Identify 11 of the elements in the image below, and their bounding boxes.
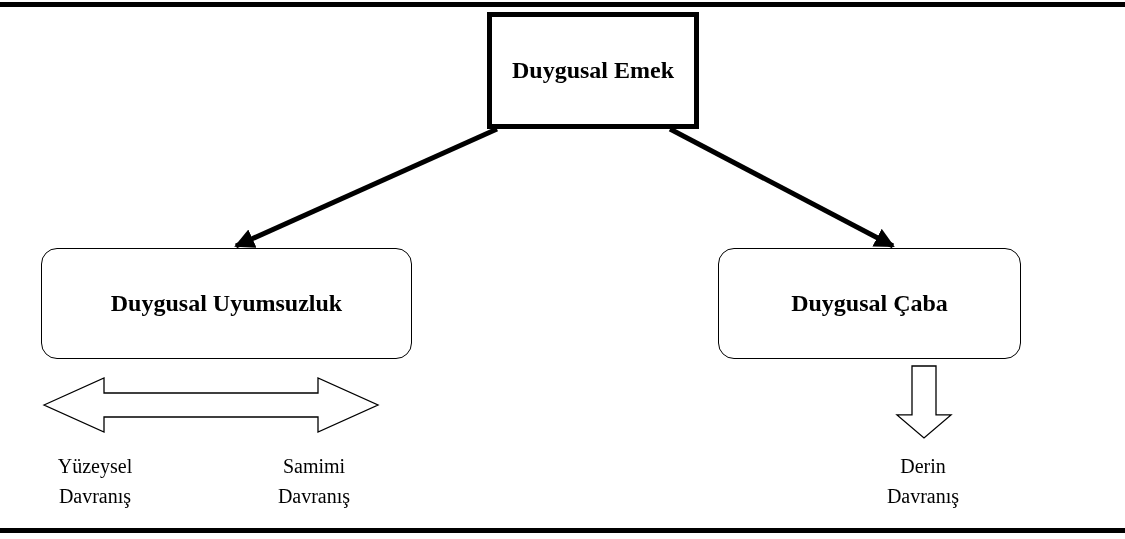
node-label: Duygusal Çaba	[791, 290, 948, 317]
behavior-label: Yüzeysel Davranış	[56, 454, 134, 510]
node-label: Duygusal Emek	[511, 57, 674, 84]
block-arrow	[42, 377, 380, 433]
node-label: Duygusal Uyumsuzluk	[110, 290, 343, 317]
rounded-box	[41, 248, 412, 359]
block-arrow	[895, 365, 953, 439]
behavior-label: Samimi Davranış	[276, 454, 352, 510]
process-box	[487, 12, 699, 129]
rounded-box	[718, 248, 1021, 359]
behavior-label: Derin Davranış	[885, 454, 961, 510]
